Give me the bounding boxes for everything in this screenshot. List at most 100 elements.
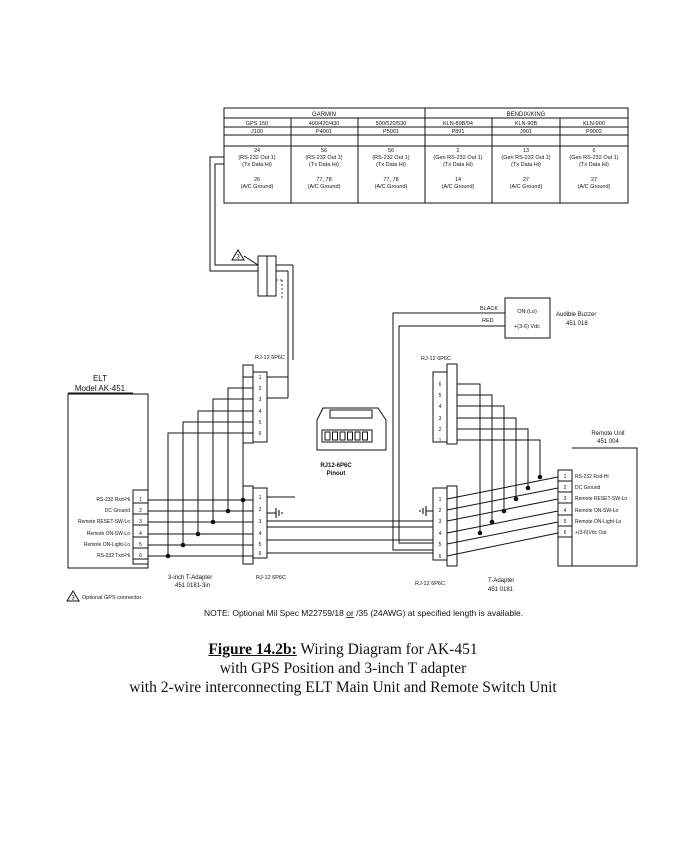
ground-symbol-left [267, 508, 283, 518]
connector-pin-number: 1 [439, 497, 442, 503]
remote-pin-label: +(3-6)Vdc Out [575, 530, 607, 536]
remote-wire [446, 476, 559, 500]
optional-gps-note-text: Optional GPS connector. [82, 595, 143, 601]
mil-spec-note: NOTE: Optional Mil Spec M22759/18 or /35… [204, 608, 523, 618]
wire-junction-dot [240, 497, 246, 503]
note-3-number: 3 [236, 255, 240, 261]
table-gnd-desc: (A/C Ground) [308, 184, 341, 190]
connector-pin-number: 2 [439, 427, 442, 433]
elt-pin-number: 3 [139, 519, 142, 525]
connector-pin-number: 4 [439, 404, 442, 410]
elt-pin-number: 4 [139, 531, 142, 537]
table-group-garmin: GARMIN [312, 112, 336, 118]
connector-pin-number: 5 [439, 393, 442, 399]
elt-wiring [148, 376, 288, 559]
remote-branch-wire [457, 417, 517, 499]
wire-red-label: RED [482, 318, 494, 324]
table-connector: P4001 [316, 129, 332, 135]
elt-branch-wire [242, 376, 253, 500]
mil-spec-note-or: or [346, 608, 354, 618]
elt-branch-wire [212, 398, 253, 522]
pinout-contact [347, 431, 353, 441]
rj12-right-top-label: RJ-12 6P6C [421, 356, 451, 362]
table-tx-pin: 56 [321, 148, 327, 154]
table-tx-desc2: (Tx Data Hi) [309, 162, 339, 168]
t-adapter-right-part: 451 0181 [488, 587, 514, 593]
connector-pin-number: 3 [439, 519, 442, 525]
wire-junction-dot [195, 531, 201, 537]
connector-pin-number: 5 [439, 542, 442, 548]
rj12-left-top-label: RJ-12 6P6C [255, 355, 285, 361]
table-gnd-desc: (A/C Ground) [510, 184, 543, 190]
table-column-5: KLN-90B J901 13 (Gen RS-232 Out 1) (Tx D… [501, 121, 550, 190]
buzzer-part: 451 018 [566, 321, 588, 327]
remote-pin-number: 5 [564, 519, 567, 525]
buzzer-on-label: ON (Lo) [517, 309, 537, 315]
caption-line-1: Figure 14.2b: Wiring Diagram for AK-451 [0, 640, 686, 659]
wiring-diagram: GARMIN BENDIX/KING GPS 150 J100 24 (RS-2… [66, 107, 638, 618]
wire-junction-dot [165, 553, 171, 559]
table-model: 500/520/530 [376, 121, 407, 127]
table-tx-pin: 6 [592, 148, 595, 154]
table-tx-desc: (RS-232 Out 1) [305, 155, 342, 161]
pinout-contact [332, 431, 338, 441]
connector-pin-number: 6 [439, 382, 442, 388]
elt-title: ELT [93, 374, 107, 383]
gps-pinout-table: GARMIN BENDIX/KING GPS 150 J100 24 (RS-2… [223, 107, 629, 204]
remote-pin-number: 1 [564, 474, 567, 480]
pinout-title: RJ12-6P6C [320, 463, 352, 469]
remote-wire [446, 510, 559, 534]
optional-gps-note: 3 Optional GPS connector. [66, 590, 143, 602]
table-model: GPS 150 [246, 121, 268, 127]
caption-title: Wiring Diagram for AK-451 [296, 641, 478, 658]
optional-gps-note-number: 3 [71, 596, 75, 602]
table-tx-desc2: (Tx Data Hi) [579, 162, 609, 168]
remote-pin-label: Remote ON-SW-Lo [575, 508, 618, 514]
wire-junction-dot [513, 496, 519, 502]
table-tx-desc2: (Tx Data Hi) [376, 162, 406, 168]
rj12-left-bottom: 3-inch T-Adapter 451 0181-3in RJ-12 6P6C [168, 485, 286, 589]
mil-spec-note-prefix: NOTE: Optional Mil Spec M22759/18 [204, 608, 346, 618]
table-group-bendix-king: BENDIX/KING [507, 112, 546, 118]
elt-pin-number: 2 [139, 508, 142, 514]
rj12-right-top: RJ-12 6P6C [421, 356, 458, 445]
elt-model: Model AK-451 [75, 384, 126, 393]
connector-pin-number: 6 [259, 551, 262, 557]
caption-line-2: with GPS Position and 3-inch T adapter [219, 660, 467, 677]
note-3-triangle: 3 [231, 249, 259, 266]
remote-unit-part: 451 004 [597, 439, 619, 445]
remote-pin-label: RS-232 Rxd-Hi [575, 474, 609, 480]
remote-wire [446, 532, 559, 557]
table-connector: P5001 [383, 129, 399, 135]
remote-branch-wire [457, 428, 529, 488]
table-gnd-desc: (A/C Ground) [375, 184, 408, 190]
caption-line-3: with 2-wire interconnecting ELT Main Uni… [129, 679, 557, 696]
wire-junction-dot [225, 508, 231, 514]
connector-pin-number: 2 [259, 386, 262, 392]
table-tx-pin: 56 [388, 148, 394, 154]
elt-pin-label: RS-232 Rxd-Hi [96, 497, 130, 503]
connector-pin-number: 4 [259, 409, 262, 415]
connector-pin-number: 1 [439, 438, 442, 444]
t-adapter-left-label: 3-inch T-Adapter [168, 575, 212, 581]
elt-pin-label: Remote RESET-SW-Lo [78, 519, 130, 525]
pinout-contact [324, 431, 331, 441]
table-model: 400/420/430 [309, 121, 340, 127]
figure-number: Figure 14.2b: [208, 641, 297, 658]
elt-unit: ELT Model AK-451 [67, 374, 149, 569]
table-gnd-pin: 77, 78 [383, 177, 398, 183]
connector-pin-number: 2 [439, 508, 442, 514]
remote-wire [446, 487, 559, 511]
table-connector: P9002 [586, 129, 602, 135]
wire-black-label: BLACK [480, 306, 498, 312]
remote-branch-wire [457, 383, 481, 533]
connector-pin-number: 5 [259, 542, 262, 548]
elt-pin-label: Remote ON-SW-Lo [87, 531, 130, 537]
wire-junction-dot [501, 508, 507, 514]
table-model: KLN-90B [515, 121, 538, 127]
table-model: KLN-900 [583, 121, 605, 127]
table-column-3: 500/520/530 P5001 56 (RS-232 Out 1) (Tx … [372, 121, 409, 190]
table-gnd-pin: 77, 78 [316, 177, 331, 183]
